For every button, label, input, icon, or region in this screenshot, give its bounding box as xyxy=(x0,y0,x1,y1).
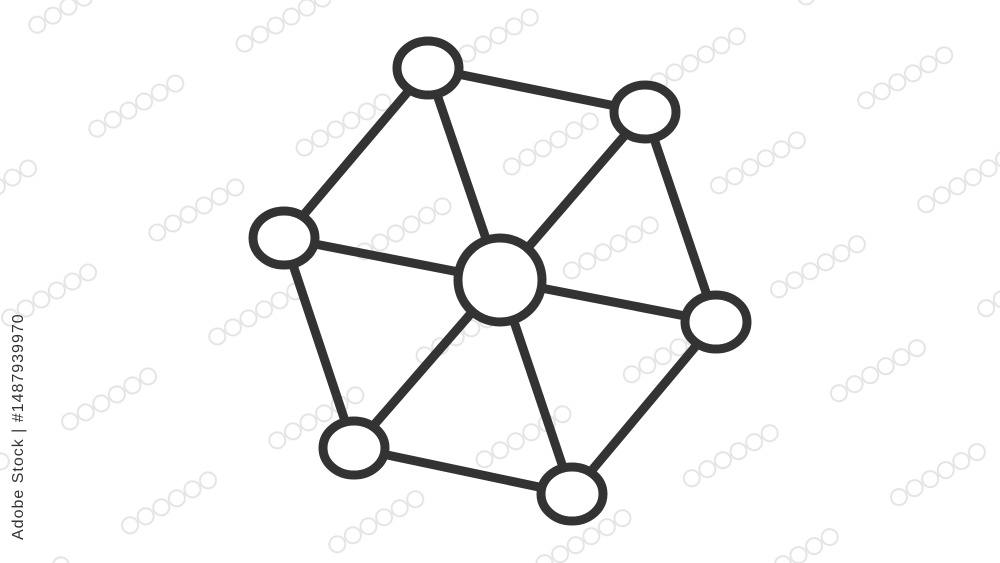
edge-left-top xyxy=(279,63,433,243)
edge-top-topright xyxy=(423,63,650,117)
edge-right-bottomright xyxy=(567,317,721,499)
edge-topright-right xyxy=(640,107,721,327)
node-topright xyxy=(609,80,681,144)
node-right xyxy=(680,290,752,354)
node-top xyxy=(392,36,464,100)
edge-bottomleft-left xyxy=(279,233,359,453)
node-center xyxy=(453,233,547,327)
stock-id-label: Adobe Stock | #1487939970 xyxy=(10,313,27,540)
node-left xyxy=(248,206,320,270)
edge-bottomright-bottomleft xyxy=(349,443,577,499)
node-bottomright xyxy=(536,462,608,526)
node-bottomleft xyxy=(318,416,390,480)
